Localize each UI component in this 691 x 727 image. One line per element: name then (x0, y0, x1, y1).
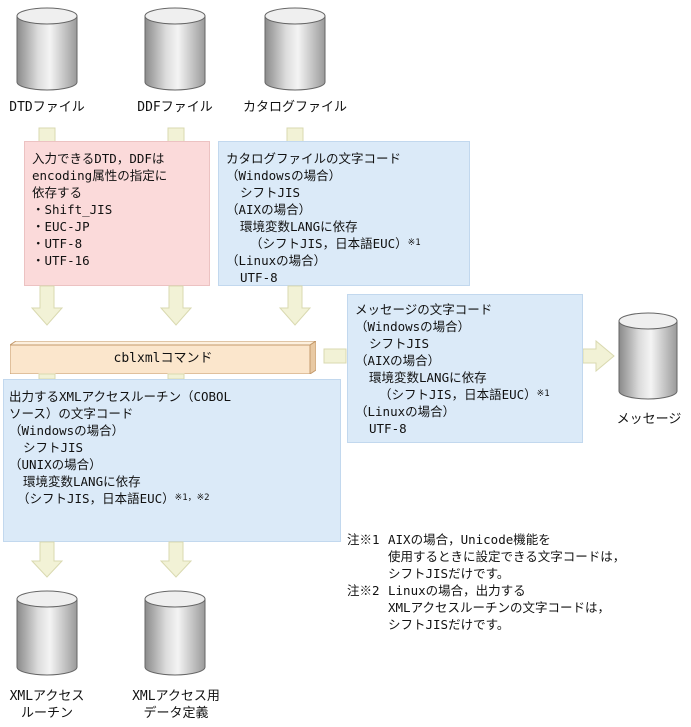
catalog-file-label: カタログファイル (242, 100, 347, 115)
output-box-line: 環境変数LANGに依存 (23, 474, 141, 489)
catalog-box-line: カタログファイルの文字コード (226, 151, 402, 166)
command-bar (10, 341, 316, 374)
footnote-1-mark: 注※1 (347, 532, 380, 547)
input-encoding-box: 入力できるDTD，DDFは encoding属性の指定に 依存する ・Shift… (24, 141, 210, 286)
catalog-box-line-text: （シフトJIS，日本語EUC） (250, 236, 408, 251)
message-box-line: メッセージの文字コード (355, 302, 493, 317)
output-box-line: ソース）の文字コード (9, 406, 134, 421)
catalog-box-line: （Linuxの場合） (226, 253, 327, 268)
xml-access-routine-cylinder-icon (16, 590, 78, 676)
footnote-mark: ※1 (407, 238, 421, 248)
catalog-box-line: 環境変数LANGに依存 (240, 219, 358, 234)
catalog-box-line: シフトJIS (240, 185, 301, 200)
xml-data-definition-label-line: XMLアクセス用 (132, 689, 220, 704)
catalog-box-line: （AIXの場合） (226, 202, 312, 217)
footnote-line: AIXの場合，Unicode機能を (388, 532, 551, 547)
output-box-line: （UNIXの場合） (9, 457, 102, 472)
footnote-2-text: Linuxの場合，出力する XMLアクセスルーチンの文字コードは， シフトJIS… (388, 582, 610, 633)
footnote-line: 使用するときに設定できる文字コードは， (388, 549, 626, 564)
input-box-line: 依存する (32, 185, 83, 200)
input-box-line: ・Shift_JIS (32, 202, 113, 217)
input-box-line: encoding属性の指定に (32, 168, 168, 183)
input-box-line: ・UTF-8 (32, 236, 83, 251)
output-box-line: シフトJIS (23, 440, 84, 455)
catalog-encoding-box: カタログファイルの文字コード （Windowsの場合） シフトJIS （AIXの… (218, 141, 470, 286)
output-encoding-box: 出力するXMLアクセスルーチン（COBOL ソース）の文字コード （Window… (3, 379, 341, 542)
message-box-line: （Linuxの場合） (355, 404, 456, 419)
xml-access-routine-label: XMLアクセス ルーチン (0, 688, 94, 722)
message-box-line: UTF-8 (369, 421, 407, 436)
ddf-file-label: DDFファイル (137, 100, 213, 115)
footnote-1-text: AIXの場合，Unicode機能を 使用するときに設定できる文字コードは， シフ… (388, 531, 625, 582)
footnotes: 注※1 AIXの場合，Unicode機能を 使用するときに設定できる文字コードは… (347, 531, 625, 633)
catalog-box-line: （Windowsの場合） (226, 168, 342, 183)
message-box-line: （AIXの場合） (355, 353, 441, 368)
footnote-mark: ※1 (536, 389, 550, 399)
xml-data-definition-label: XMLアクセス用 データ定義 (122, 688, 230, 722)
footnote-2: 注※2 Linuxの場合，出力する XMLアクセスルーチンの文字コードは， シフ… (347, 582, 625, 633)
output-box-line: （Windowsの場合） (9, 423, 125, 438)
ddf-file-cylinder-icon (144, 7, 206, 91)
catalog-box-line: （シフトJIS，日本語EUC）※1 (226, 235, 469, 252)
xml-access-routine-label-line: XMLアクセス (9, 689, 85, 704)
message-label: メッセージ (616, 412, 682, 427)
message-encoding-box: メッセージの文字コード （Windowsの場合） シフトJIS （AIXの場合）… (347, 294, 583, 443)
dtd-file-label: DTDファイル (9, 100, 85, 115)
message-box-line: シフトJIS (369, 336, 430, 351)
footnote-line: Linuxの場合，出力する (388, 583, 526, 598)
footnote-2-mark: 注※2 (347, 583, 380, 598)
footnote-mark: ※1，※2 (174, 493, 210, 503)
xml-access-routine-label-line: ルーチン (20, 706, 73, 721)
xml-data-definition-cylinder-icon (144, 590, 206, 676)
dtd-file-cylinder-icon (16, 7, 78, 91)
message-box-line: （シフトJIS，日本語EUC）※1 (355, 386, 582, 403)
message-cylinder-icon (618, 312, 678, 400)
footnote-line: シフトJISだけです。 (388, 617, 510, 632)
footnote-line: XMLアクセスルーチンの文字コードは， (388, 600, 610, 615)
message-box-line: 環境変数LANGに依存 (369, 370, 487, 385)
input-box-line: ・UTF-16 (32, 253, 90, 268)
footnote-1: 注※1 AIXの場合，Unicode機能を 使用するときに設定できる文字コードは… (347, 531, 625, 582)
message-box-line: （Windowsの場合） (355, 319, 471, 334)
catalog-box-line: UTF-8 (240, 270, 278, 285)
input-box-line: 入力できるDTD，DDFは (32, 151, 165, 166)
catalog-file-cylinder-icon (264, 7, 326, 91)
message-box-line-text: （シフトJIS，日本語EUC） (379, 387, 537, 402)
output-box-line: （シフトJIS，日本語EUC）※1，※2 (9, 490, 340, 507)
footnote-line: シフトJISだけです。 (388, 566, 510, 581)
command-label: cblxmlコマンド (113, 351, 213, 366)
output-box-line: 出力するXMLアクセスルーチン（COBOL (9, 389, 232, 404)
xml-data-definition-label-line: データ定義 (143, 706, 209, 721)
input-box-line: ・EUC-JP (32, 219, 90, 234)
output-box-line-text: （シフトJIS，日本語EUC） (17, 491, 175, 506)
